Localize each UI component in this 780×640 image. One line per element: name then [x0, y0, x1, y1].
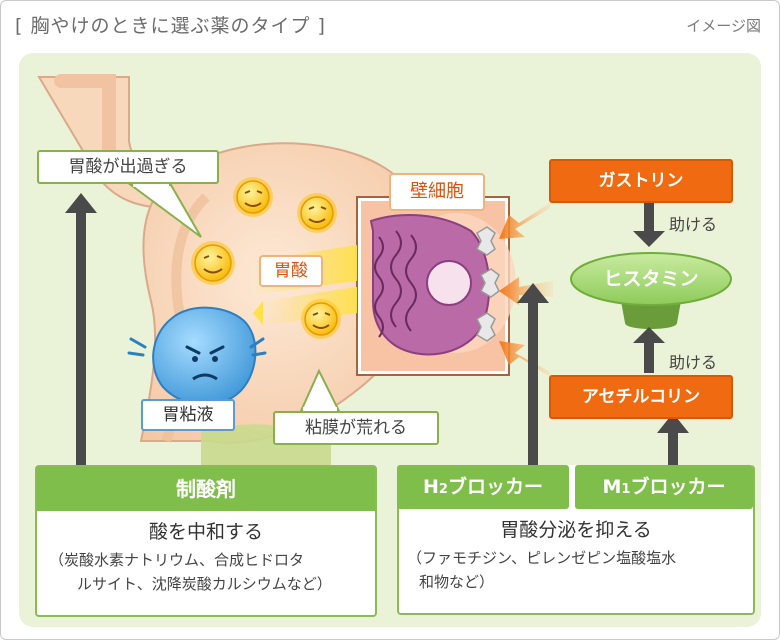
m1-sub: 1	[621, 482, 631, 497]
acid-sun-4	[301, 299, 341, 339]
figure-title: [ 胸やけのときに選ぶ薬のタイプ ]	[15, 15, 326, 37]
acid-sun-3	[191, 241, 235, 285]
m1-prefix: M	[602, 476, 622, 498]
antacid-effect: 酸を中和する	[148, 521, 263, 543]
acetylcholine-box: アセチルコリン	[549, 375, 733, 419]
antacid-examples-1: （炭酸水素ナトリウム、合成ヒドロタ	[49, 551, 305, 569]
blockers-examples-2: 和物など）	[419, 573, 495, 591]
acid-sun-1	[233, 177, 273, 217]
gastrin-box: ガストリン	[549, 159, 733, 203]
image-badge: イメージ図	[686, 17, 761, 35]
histamine-shape	[570, 252, 732, 329]
blockers-effect: 胃酸分泌を抑える	[500, 519, 652, 541]
acid-sun-2	[297, 193, 337, 233]
antacid-title: 制酸剤	[37, 467, 375, 511]
h2-suffix: ブロッカー	[447, 476, 543, 498]
flow-arrows	[65, 193, 689, 467]
mucus-character	[127, 306, 267, 406]
antacid-box: 制酸剤 酸を中和する （炭酸水素ナトリウム、合成ヒドロタ ルサイト、沈降炭酸カル…	[35, 465, 377, 617]
receptors	[476, 226, 500, 342]
acid-label: 胃酸	[259, 255, 323, 287]
acid-excess-callout: 胃酸が出過ぎる	[37, 150, 219, 184]
m1-blocker-box: M1ブロッカー	[575, 465, 753, 509]
m1-suffix: ブロッカー	[630, 476, 726, 498]
mucosa-callout: 粘膜が荒れる	[273, 411, 439, 445]
histamine-label: ヒスタミン	[603, 268, 699, 290]
mucus-label: 胃粘液	[141, 399, 235, 431]
h2-sub: 2	[438, 482, 448, 497]
h2-blocker-box: H2ブロッカー	[397, 465, 569, 509]
h2-prefix: H	[423, 476, 439, 498]
antacid-examples-2: ルサイト、沈降炭酸カルシウムなど）	[77, 575, 332, 593]
parietal-cell-label: 壁細胞	[389, 173, 485, 211]
helps-label-2: 助ける	[669, 353, 718, 372]
blockers-examples-1: （ファモチジン、ピレンゼピン塩酸塩水	[407, 549, 677, 567]
helps-label-1: 助ける	[669, 215, 718, 234]
